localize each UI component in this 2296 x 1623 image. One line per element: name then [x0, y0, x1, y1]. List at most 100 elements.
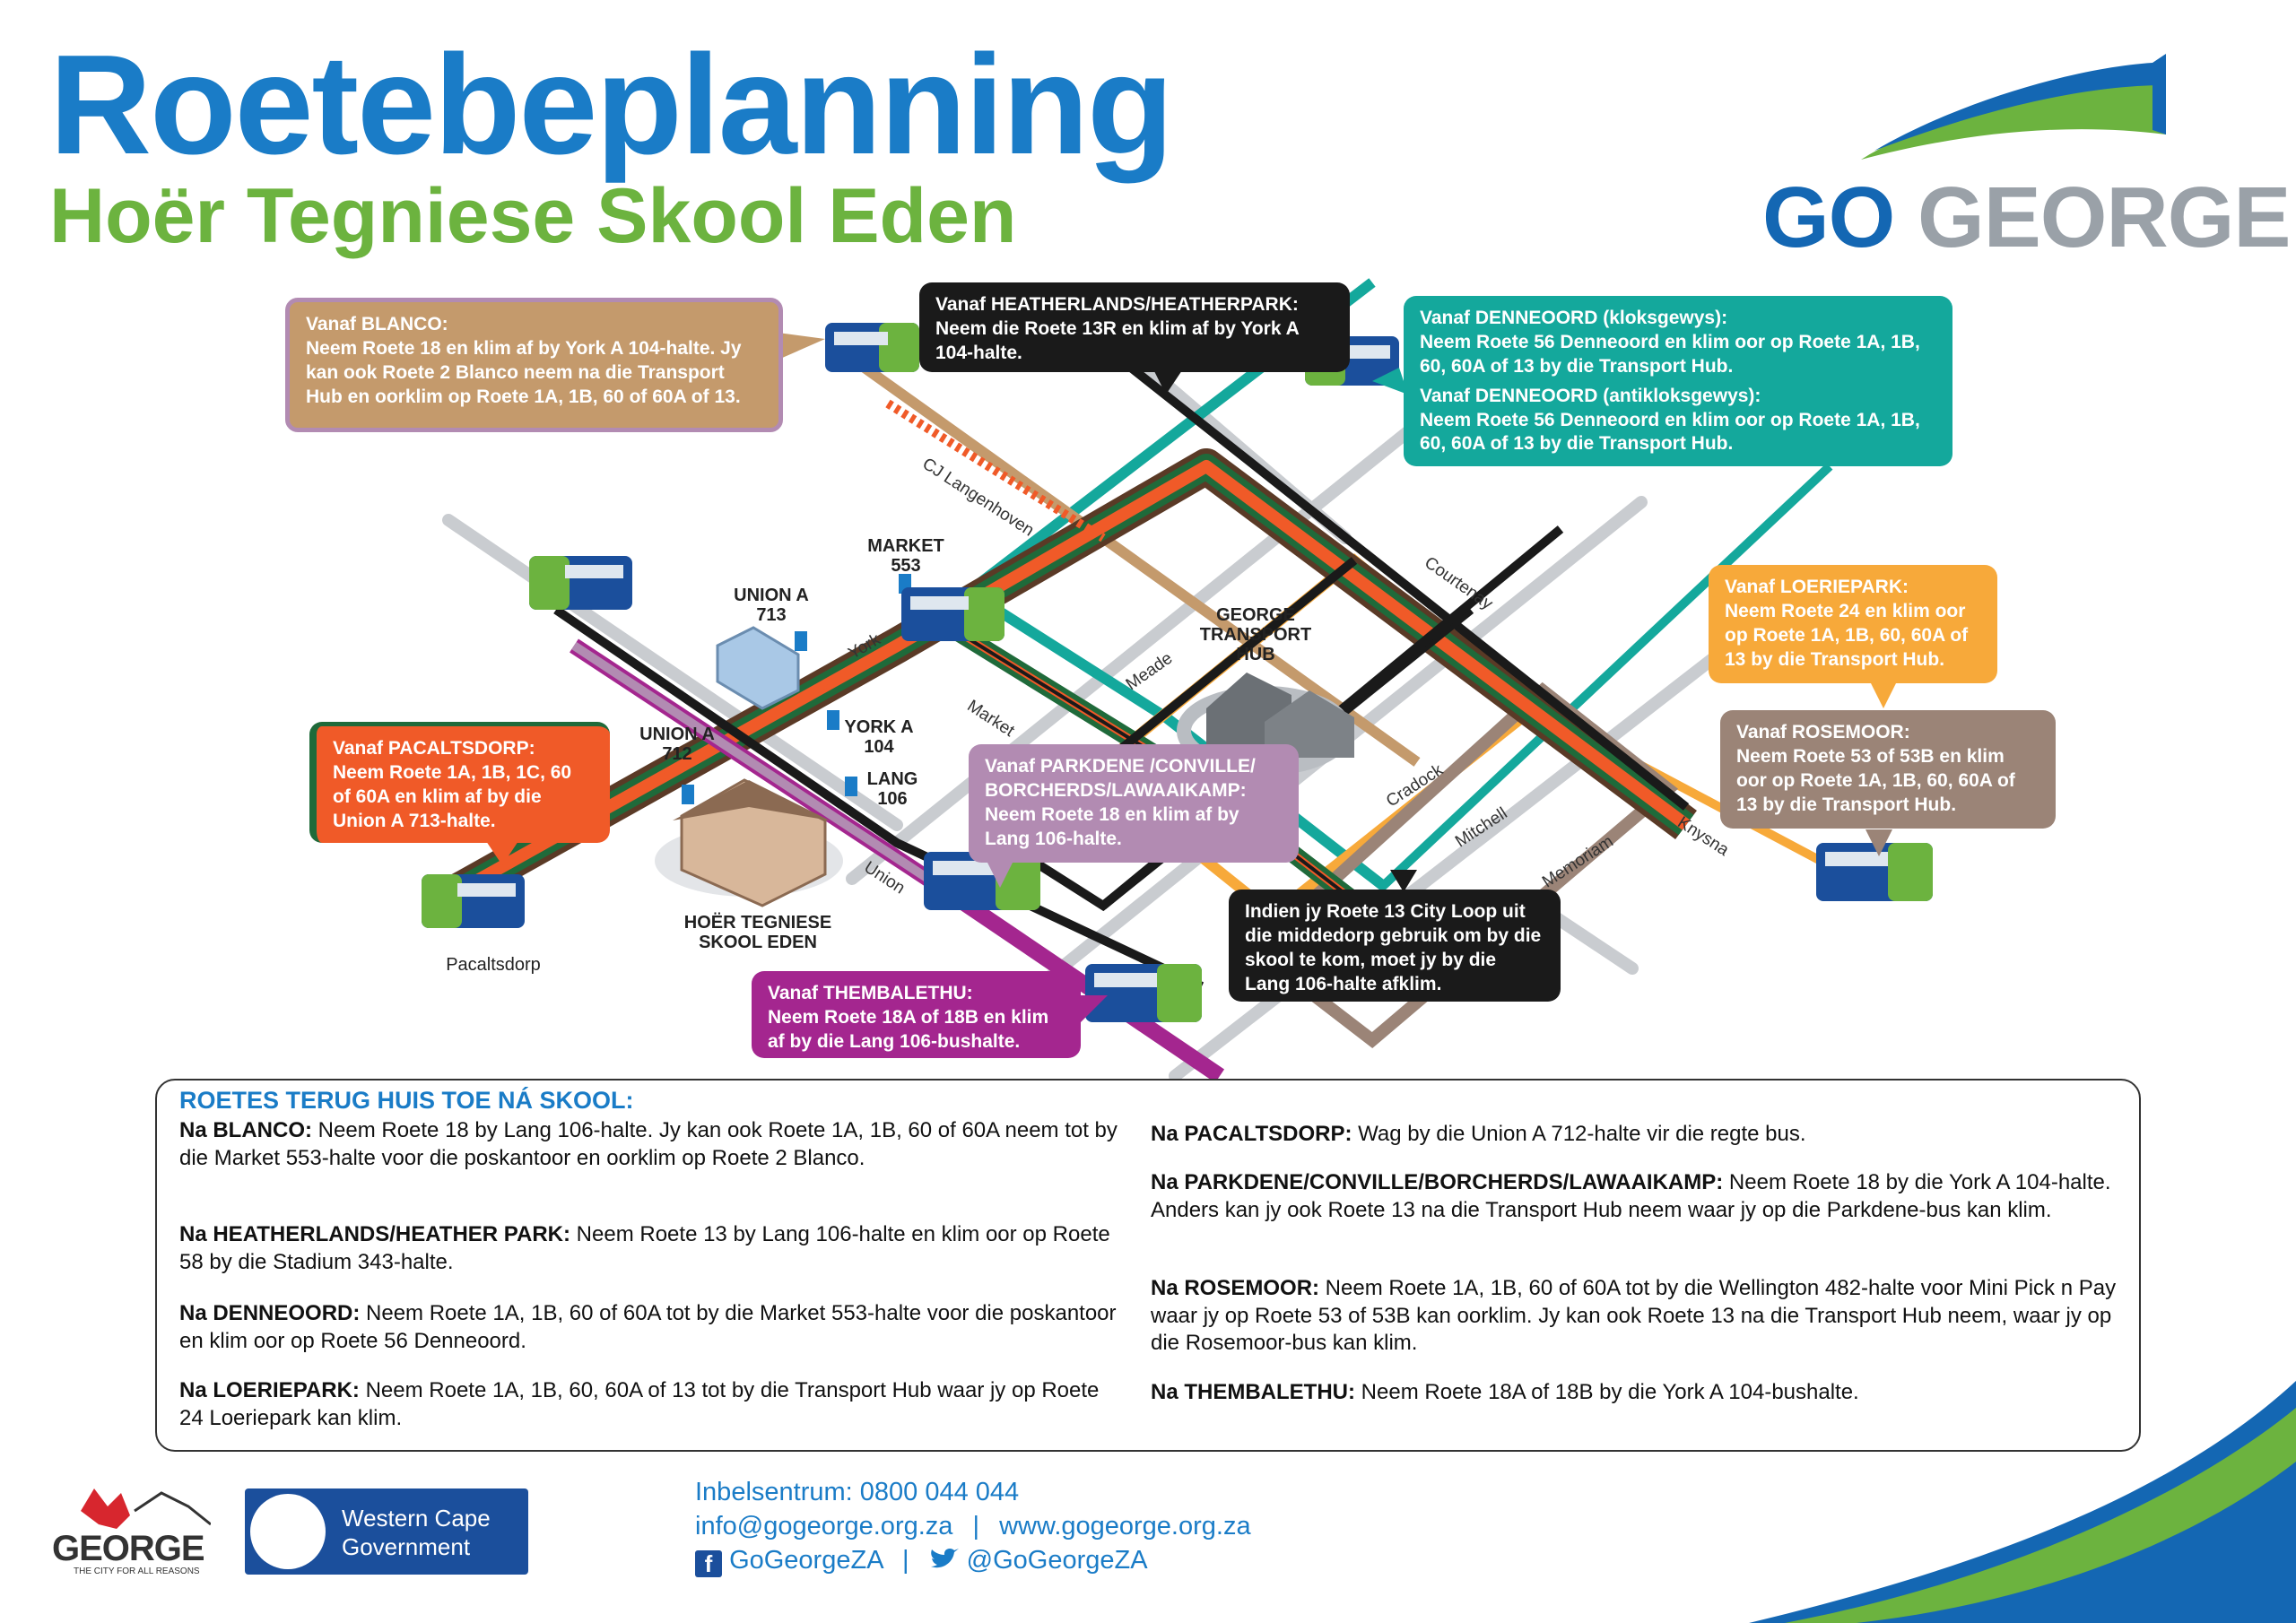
return-item-rosemoor: Na ROSEMOOR: Neem Roete 1A, 1B, 60 of 60…	[1151, 1275, 2128, 1358]
call-centre: Inbelsentrum: 0800 044 044	[695, 1478, 1020, 1506]
return-item-pacaltsdorp: Na PACALTSDORP: Wag by die Union A 712-h…	[1151, 1121, 2128, 1149]
callout-city-loop-body: Indien jy Roete 13 City Loop uit die mid…	[1245, 901, 1542, 994]
bus-icon	[422, 874, 525, 928]
return-item-name: Na BLANCO:	[179, 1118, 312, 1142]
callout-thembalethu-head: Vanaf THEMBALETHU:	[768, 983, 973, 1003]
go-george-logo: GO GEORGE	[1762, 175, 2291, 261]
bus-icon	[1816, 843, 1933, 901]
route-line-tan	[848, 354, 1421, 767]
email-link[interactable]: info@gogeorge.org.za	[695, 1512, 953, 1541]
bus-icon	[924, 852, 1040, 910]
return-item-text: Wag by die Union A 712-halte vir die reg…	[1352, 1122, 1806, 1146]
callout-denneoord: Vanaf DENNEOORD (kloksgewys): Neem Roete…	[1404, 296, 1952, 466]
return-item-text: Neem Roete 1A, 1B, 60, 60A of 13 tot by …	[179, 1378, 1100, 1430]
callout-blanco-body: Neem Roete 18 en klim af by York A 104-h…	[306, 337, 742, 407]
george-municipality-logo	[81, 1488, 211, 1529]
george-logo-text: GEORGE	[52, 1529, 205, 1568]
callout-rosemoor-body: Neem Roete 53 of 53B en klim oor op Roet…	[1736, 745, 2015, 815]
callout-rosemoor-head: Vanaf ROSEMOOR:	[1736, 722, 1910, 742]
stop-marker-icons	[682, 574, 911, 804]
separator: |	[902, 1546, 909, 1575]
callout-loeriepark-body: Neem Roete 24 en klim oor op Roete 1A, 1…	[1725, 600, 1969, 670]
bus-shelter-icon	[716, 626, 800, 710]
return-item-text: Neem Roete 18 by Lang 106-halte. Jy kan …	[179, 1118, 1118, 1170]
bus-icons	[422, 323, 1933, 1022]
return-item-name: Na LOERIEPARK:	[179, 1378, 360, 1402]
route-line-teal-east	[1378, 463, 1833, 891]
wcg-line-2: Government	[342, 1533, 471, 1560]
bus-icon	[901, 587, 1004, 641]
corner-swoosh-icon	[1749, 1381, 2296, 1623]
coat-of-arms-icon	[250, 1494, 326, 1569]
return-item-name: Na THEMBALETHU:	[1151, 1380, 1355, 1404]
callout-denneoord-cw-head: Vanaf DENNEOORD (kloksgewys):	[1420, 308, 1728, 328]
protea-flower-icon	[81, 1488, 130, 1529]
return-item-text: Neem Roete 18A of 18B by die York A 104-…	[1355, 1380, 1859, 1404]
facebook-handle[interactable]: GoGeorgeZA	[729, 1546, 883, 1575]
route-line-black-union	[553, 605, 1205, 991]
callout-denneoord-cw-body: Neem Roete 56 Denneoord en klim oor op R…	[1420, 331, 1920, 377]
stop-flag	[682, 785, 694, 804]
callout-heatherlands-head: Vanaf HEATHERLANDS/HEATHERPARK:	[935, 294, 1299, 315]
callout-thembalethu-body: Neem Roete 18A of 18B en klim af by die …	[768, 1006, 1049, 1052]
callout-loeriepark-head: Vanaf LOERIEPARK:	[1725, 577, 1909, 597]
mountain-icon	[134, 1491, 211, 1526]
callout-heatherlands-body: Neem die Roete 13R en klim af by York A …	[935, 317, 1299, 363]
stop-label-market-553: MARKET 553	[867, 536, 944, 576]
wcg-line-1: Western Cape	[342, 1505, 491, 1532]
return-item-text: Neem Roete 1A, 1B, 60 of 60A tot by die …	[179, 1301, 1117, 1353]
callout-parkdene-body: Neem Roete 18 en klim af by Lang 106-hal…	[985, 803, 1239, 849]
callout-pacaltsdorp-body: Neem Roete 1A, 1B, 1C, 60 of 60A en klim…	[333, 761, 572, 831]
callout-parkdene-head: Vanaf PARKDENE /CONVILLE/ BORCHERDS/LAWA…	[985, 756, 1256, 801]
callout-pacaltsdorp-head: Vanaf PACALTSDORP:	[333, 738, 535, 759]
return-routes-panel	[155, 1079, 2141, 1452]
contact-line: info@gogeorge.org.za | www.gogeorge.org.…	[695, 1512, 1251, 1541]
twitter-handle[interactable]: @GoGeorgeZA	[966, 1546, 1148, 1575]
separator: |	[972, 1512, 980, 1541]
brand-go: GO	[1762, 169, 1895, 265]
website-link[interactable]: www.gogeorge.org.za	[999, 1512, 1251, 1541]
return-routes-title: ROETES TERUG HUIS TOE NÁ SKOOL:	[179, 1087, 634, 1114]
facebook-icon: f	[695, 1550, 722, 1577]
george-logo-tagline: THE CITY FOR ALL REASONS	[74, 1567, 200, 1576]
callout-thembalethu: Vanaf THEMBALETHU: Neem Roete 18A of 18B…	[752, 971, 1081, 1058]
page-title: Roetebeplanning	[49, 26, 1174, 184]
street-line	[846, 375, 1477, 885]
twitter-icon	[930, 1548, 959, 1568]
stop-flag	[795, 631, 807, 651]
pacaltsdorp-label: Pacaltsdorp	[446, 955, 541, 975]
stop-label-york-a-104: YORK A 104	[844, 717, 914, 757]
stop-label-union-a-712: UNION A 712	[639, 725, 715, 764]
school-building-icon	[655, 778, 843, 907]
social-line: f GoGeorgeZA | @GoGeorgeZA	[695, 1546, 1148, 1577]
callout-rosemoor: Vanaf ROSEMOOR: Neem Roete 53 of 53B en …	[1720, 710, 2056, 829]
route-line-black-heatherlands	[1037, 292, 1690, 811]
stop-label-union-a-713: UNION A 713	[734, 586, 809, 625]
callout-pointers	[484, 332, 1897, 1022]
callout-blanco: Vanaf BLANCO: Neem Roete 18 en klim af b…	[285, 298, 783, 432]
callout-heatherlands: Vanaf HEATHERLANDS/HEATHERPARK: Neem die…	[919, 282, 1350, 372]
callout-pacaltsdorp: Vanaf PACALTSDORP: Neem Roete 1A, 1B, 1C…	[309, 722, 610, 843]
callout-blanco-head: Vanaf BLANCO:	[306, 314, 448, 334]
go-george-swoosh-icon	[1861, 54, 2166, 160]
page-subtitle: Hoër Tegniese Skool Eden	[49, 173, 1017, 259]
return-item-name: Na ROSEMOOR:	[1151, 1276, 1320, 1300]
return-item-name: Na HEATHERLANDS/HEATHER PARK:	[179, 1222, 571, 1246]
route-line-cj-dashed	[885, 399, 1106, 542]
return-item-loeriepark: Na LOERIEPARK: Neem Roete 1A, 1B, 60, 60…	[179, 1377, 1121, 1432]
return-item-parkdene: Na PARKDENE/CONVILLE/BORCHERDS/LAWAAIKAM…	[1151, 1169, 2128, 1224]
return-item-text: Neem Roete 18 by die York A 104-halte. A…	[1151, 1170, 2111, 1222]
callout-parkdene: Vanaf PARKDENE /CONVILLE/ BORCHERDS/LAWA…	[969, 744, 1299, 863]
return-item-name: Na PARKDENE/CONVILLE/BORCHERDS/LAWAAIKAM…	[1151, 1170, 1724, 1194]
return-item-name: Na PACALTSDORP:	[1151, 1122, 1352, 1146]
bus-icon	[529, 556, 632, 610]
stop-flag	[827, 710, 839, 730]
callout-denneoord-acw-body: Neem Roete 56 Denneoord en klim oor op R…	[1420, 409, 1920, 455]
school-label: HOËR TEGNIESE SKOOL EDEN	[683, 913, 832, 952]
return-item-thembalethu: Na THEMBALETHU: Neem Roete 18A of 18B by…	[1151, 1379, 2128, 1407]
callout-city-loop: Indien jy Roete 13 City Loop uit die mid…	[1229, 890, 1561, 1002]
return-item-name: Na DENNEOORD:	[179, 1301, 361, 1325]
hub-label: GEORGE TRANSPORT HUB	[1199, 605, 1312, 664]
callout-loeriepark: Vanaf LOERIEPARK: Neem Roete 24 en klim …	[1709, 565, 1997, 683]
street-line	[442, 514, 903, 831]
